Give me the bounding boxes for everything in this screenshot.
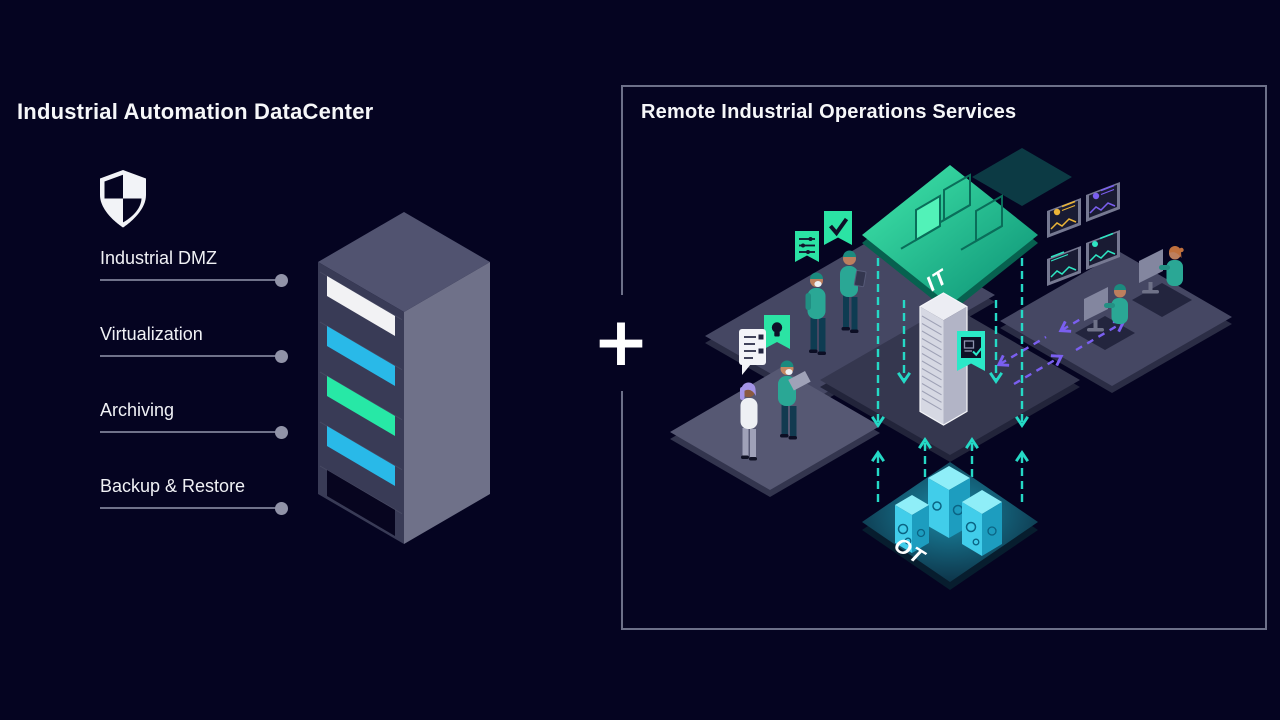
wall-screen-teal-2: [1086, 230, 1120, 270]
datacenter-rack-illustration: [318, 212, 490, 544]
floor-platform-lower-left: [670, 368, 880, 497]
connector-line: [100, 349, 288, 363]
connector-line: [100, 273, 288, 287]
rack-slot-cyan: [327, 326, 395, 386]
rack-status-badge: [957, 331, 985, 371]
video-wall: [1047, 182, 1120, 286]
lightbulb-badge: [764, 315, 790, 349]
wall-screen-yellow: [1047, 198, 1081, 238]
operator-workstation-1: [1084, 284, 1128, 332]
rack-slot-empty: [327, 470, 395, 536]
it-platform: IT: [862, 165, 1038, 313]
data-flow-arrows-up: [871, 436, 1029, 502]
feature-industrial-dmz: Industrial DMZ: [100, 248, 298, 298]
wall-screen-purple: [1086, 182, 1120, 222]
checklist-speech-bubble: [739, 329, 766, 375]
operator-body: [1166, 260, 1183, 286]
worker-with-laptop: [778, 360, 811, 440]
feature-backup-restore: Backup & Restore: [100, 476, 298, 526]
right-panel-title: Remote Industrial Operations Services: [641, 101, 1017, 123]
feature-label: Virtualization: [100, 324, 203, 344]
connector-dot: [275, 425, 288, 439]
connector-dot: [275, 349, 288, 363]
laptop-icon: [960, 194, 1003, 251]
security-shield-icon: [100, 170, 146, 228]
feature-archiving: Archiving: [100, 400, 298, 450]
feature-label: Industrial DMZ: [100, 248, 218, 268]
monitor: [1084, 287, 1108, 321]
backdrop-diamond: [972, 148, 1072, 206]
remote-operations-illustration: IT: [670, 148, 1232, 590]
left-panel-title: Industrial Automation DataCenter: [17, 99, 374, 124]
feature-list: Industrial DMZ Virtualization Archiving …: [100, 248, 298, 548]
server-cube-icon: [962, 490, 1002, 556]
server-cube-icon: [895, 495, 929, 553]
rack-slot-green: [327, 376, 395, 436]
feature-virtualization: Virtualization: [100, 324, 298, 374]
plus-connector: +: [592, 303, 650, 382]
wall-screen-teal-1: [1047, 246, 1081, 286]
check-badge: [824, 211, 852, 245]
worker-with-mask: [805, 272, 826, 355]
operator-body: [1111, 298, 1128, 324]
operator-workstation-2: [1139, 246, 1184, 294]
connector-line: [100, 425, 288, 439]
rack-slot-cyan-2: [327, 426, 395, 486]
feature-label: Backup & Restore: [100, 476, 246, 496]
connector-line: [100, 501, 288, 515]
sliders-badge: [795, 231, 819, 262]
connector-dot: [275, 273, 288, 287]
monitor: [1139, 249, 1163, 283]
feature-label: Archiving: [100, 400, 175, 420]
laptop-icon: [900, 194, 941, 250]
core-server-rack: [919, 292, 985, 426]
worker-with-tablet: [840, 250, 867, 333]
data-flow-arrows-down: [871, 258, 1029, 429]
border-gap: [604, 295, 638, 391]
ot-platform: OT: [862, 462, 1038, 590]
connector-dot: [275, 501, 288, 515]
rack-slot-white: [327, 276, 395, 336]
visitor-person: [740, 382, 758, 461]
